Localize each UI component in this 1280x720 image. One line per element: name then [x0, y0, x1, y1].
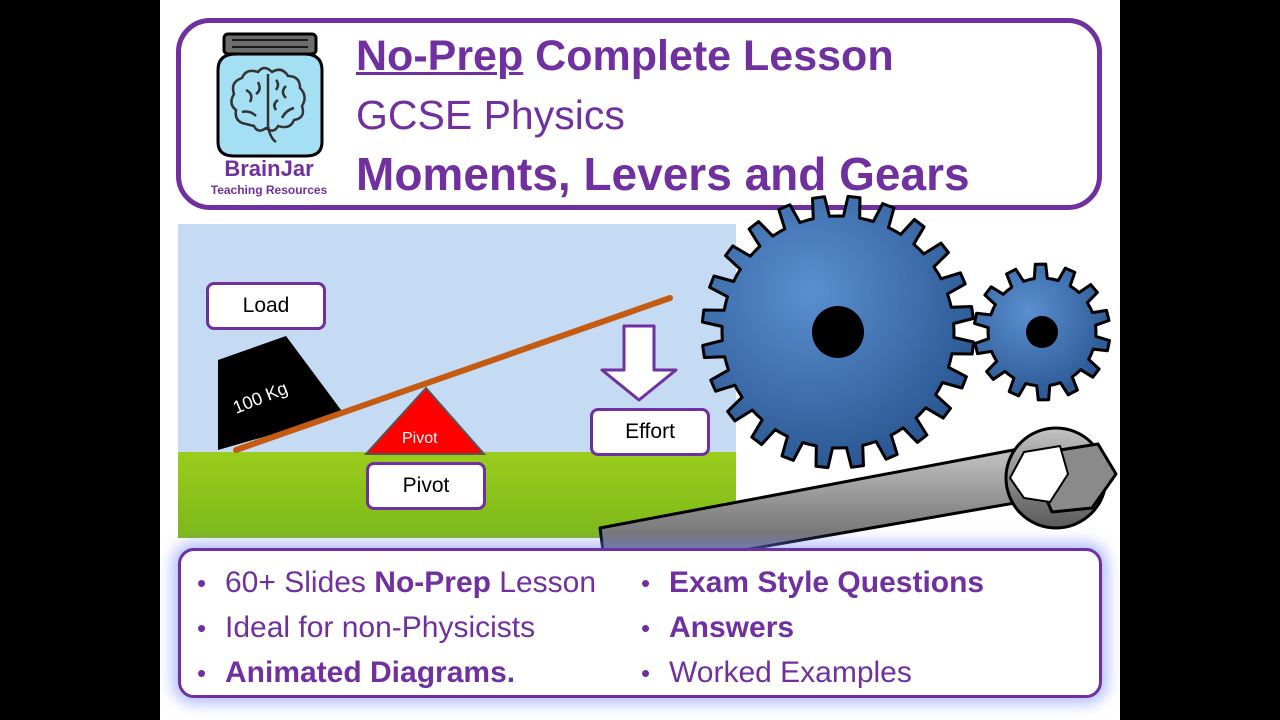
- topic-title: Moments, Levers and Gears: [356, 148, 970, 200]
- effort-label: Effort: [590, 408, 710, 456]
- feature-item: Exam Style Questions: [641, 561, 984, 606]
- features-panel: 60+ Slides No-Prep Lesson Ideal for non-…: [178, 548, 1102, 698]
- gear-icon: [700, 194, 976, 470]
- pivot-label: Pivot: [366, 462, 486, 510]
- feature-item: Answers: [641, 606, 984, 651]
- lever-diagram: 100 Kg Pivot Load Pivot Effort: [178, 224, 736, 538]
- load-label: Load: [206, 282, 326, 330]
- features-right-column: Exam Style Questions Answers Worked Exam…: [641, 561, 984, 696]
- pivot-triangle: [363, 386, 487, 455]
- header-panel: [176, 18, 1102, 210]
- features-left-column: 60+ Slides No-Prep Lesson Ideal for non-…: [197, 561, 596, 696]
- brain-jar-logo-icon: [216, 32, 324, 158]
- title-line-1: No-Prep Complete Lesson: [356, 30, 894, 82]
- feature-item: 60+ Slides No-Prep Lesson: [197, 561, 596, 606]
- small-gear-icon: [973, 262, 1111, 402]
- logo-subtitle: Teaching Resources: [210, 183, 328, 197]
- slide: BrainJar Teaching Resources No-Prep Comp…: [160, 0, 1120, 720]
- lever-beam: [233, 295, 673, 453]
- big-gear-hole: [812, 306, 864, 358]
- down-arrow-icon: [600, 324, 678, 402]
- title-complete-lesson: Complete Lesson: [523, 32, 894, 80]
- small-gear-hole: [1026, 316, 1058, 348]
- feature-item: Worked Examples: [641, 651, 984, 696]
- title-no-prep: No-Prep: [356, 32, 524, 80]
- feature-item: Ideal for non-Physicists: [197, 606, 596, 651]
- feature-item: Animated Diagrams.: [197, 651, 596, 696]
- pivot-inner-label: Pivot: [402, 430, 438, 447]
- logo-name: BrainJar: [224, 156, 314, 181]
- subject-title: GCSE Physics: [356, 92, 625, 138]
